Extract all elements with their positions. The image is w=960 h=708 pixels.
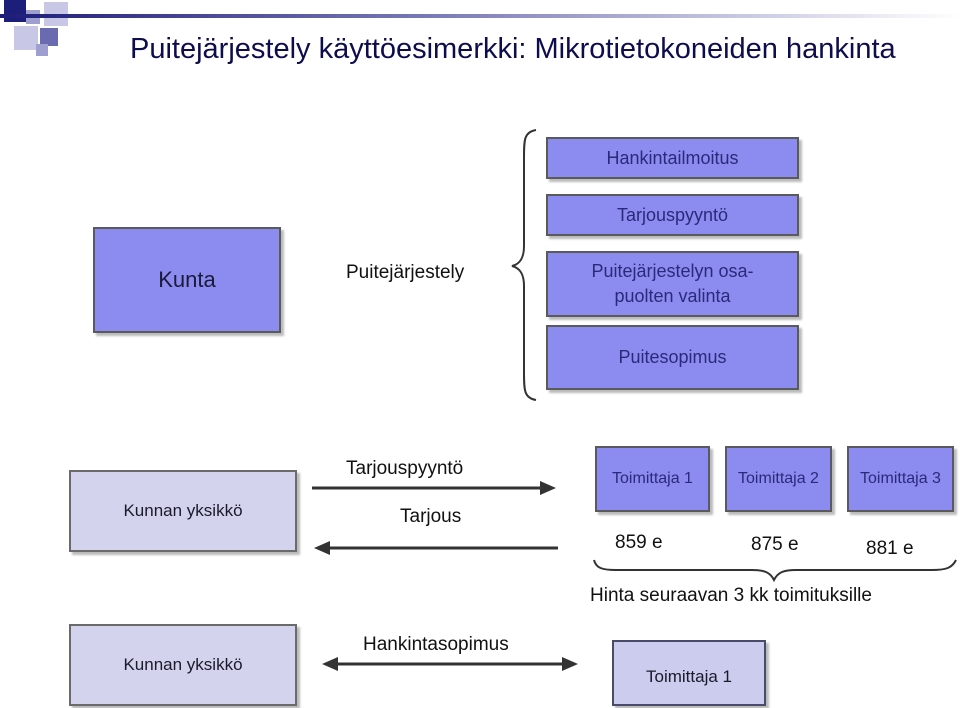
unit-box: Kunnan yksikkö <box>69 470 297 552</box>
contract-label: Hankintasopimus <box>363 634 509 655</box>
unit-label: Kunnan yksikkö <box>123 501 243 520</box>
step-box: Tarjouspyyntö <box>546 194 799 236</box>
supplier-label: Toimittaja 1 <box>612 470 693 487</box>
step-label: Hankintailmoitus <box>606 147 739 168</box>
step-label: Puitesopimus <box>618 347 727 367</box>
supplier-label: Toimittaja 1 <box>646 667 732 686</box>
unit-box: Kunnan yksikkö <box>69 624 297 706</box>
decorative-square <box>14 26 38 50</box>
supplier-box: Toimittaja 1 <box>595 446 710 512</box>
decorative-square <box>40 28 58 46</box>
offer-label: Tarjous <box>400 506 462 527</box>
puitejarjestely-label: Puitejärjestely <box>346 262 465 283</box>
double-arrow <box>322 657 578 671</box>
step-label: Tarjouspyyntö <box>616 204 729 225</box>
supplier-box: Toimittaja 3 <box>847 446 954 512</box>
horizontal-brace <box>593 559 957 582</box>
step-box: Puitejärjestelyn osa-puolten valinta <box>546 251 799 317</box>
right-arrow <box>312 481 556 495</box>
decorative-square <box>4 0 26 22</box>
left-arrow <box>314 541 558 555</box>
curly-brace <box>511 129 537 401</box>
supplier-box: Toimittaja 2 <box>725 446 832 512</box>
request-label: Tarjouspyyntö <box>346 458 464 479</box>
step-box: Puitesopimus <box>546 325 799 390</box>
price-label: 881 e <box>866 538 914 559</box>
supplier-label: Toimittaja 2 <box>738 470 819 487</box>
slide-title: Puitejärjestely käyttöesimerkki: Mikroti… <box>130 33 896 65</box>
unit-label: Kunnan yksikkö <box>123 655 243 674</box>
supplier-label: Toimittaja 3 <box>860 470 941 487</box>
supplier-box: Toimittaja 1 <box>612 640 766 706</box>
decorative-square <box>36 44 48 56</box>
kunta-label: Kunta <box>158 267 216 292</box>
step-label: Puitejärjestelyn osa-puolten valinta <box>591 261 754 306</box>
price-label: 859 e <box>615 532 663 553</box>
price-label: 875 e <box>751 534 799 555</box>
step-box: Hankintailmoitus <box>546 137 799 179</box>
kunta-box: Kunta <box>93 227 281 333</box>
price-note: Hinta seuraavan 3 kk toimituksille <box>590 585 872 606</box>
header-bar <box>0 14 960 18</box>
